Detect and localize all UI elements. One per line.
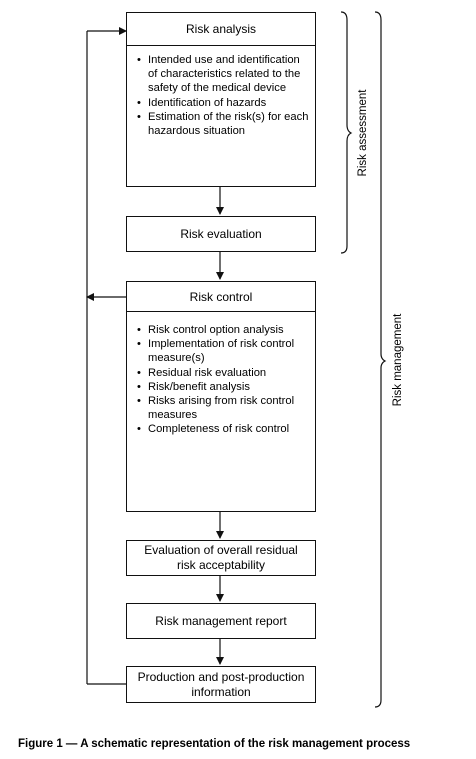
list-item: Intended use and identification of chara… (137, 53, 309, 96)
risk-assessment-brace (340, 11, 353, 254)
risk-analysis-box: Risk analysis Intended use and identific… (126, 12, 316, 187)
production-title: Production and post-production informati… (137, 670, 305, 699)
report-box: Risk management report (126, 603, 316, 639)
risk-control-divider (127, 311, 315, 312)
list-item: Risks arising from risk control measures (137, 394, 309, 422)
risk-analysis-divider (127, 45, 315, 46)
list-item: Residual risk evaluation (137, 366, 309, 380)
list-item: Implementation of risk control measure(s… (137, 337, 309, 365)
overall-residual-box: Evaluation of overall residual risk acce… (126, 540, 316, 576)
risk-analysis-bullets: Intended use and identification of chara… (137, 53, 309, 138)
risk-assessment-label: Risk assessment (357, 89, 369, 177)
list-item: Completeness of risk control (137, 422, 309, 436)
risk-evaluation-box: Risk evaluation (126, 216, 316, 252)
overall-residual-title: Evaluation of overall residual risk acce… (144, 543, 298, 572)
risk-control-title: Risk control (189, 290, 253, 304)
figure-caption: Figure 1 — A schematic representation of… (18, 738, 411, 750)
list-item: Risk/benefit analysis (137, 380, 309, 394)
list-item: Estimation of the risk(s) for each hazar… (137, 110, 309, 138)
list-item: Risk control option analysis (137, 323, 309, 337)
risk-management-label: Risk management (392, 313, 404, 407)
risk-control-bullets: Risk control option analysis Implementat… (137, 323, 309, 437)
risk-management-brace (374, 11, 387, 708)
risk-control-box: Risk control Risk control option analysi… (126, 281, 316, 512)
report-title: Risk management report (155, 614, 287, 628)
risk-evaluation-title: Risk evaluation (180, 227, 262, 241)
list-item: Identification of hazards (137, 96, 309, 110)
risk-analysis-title: Risk analysis (185, 22, 257, 36)
production-box: Production and post-production informati… (126, 666, 316, 703)
